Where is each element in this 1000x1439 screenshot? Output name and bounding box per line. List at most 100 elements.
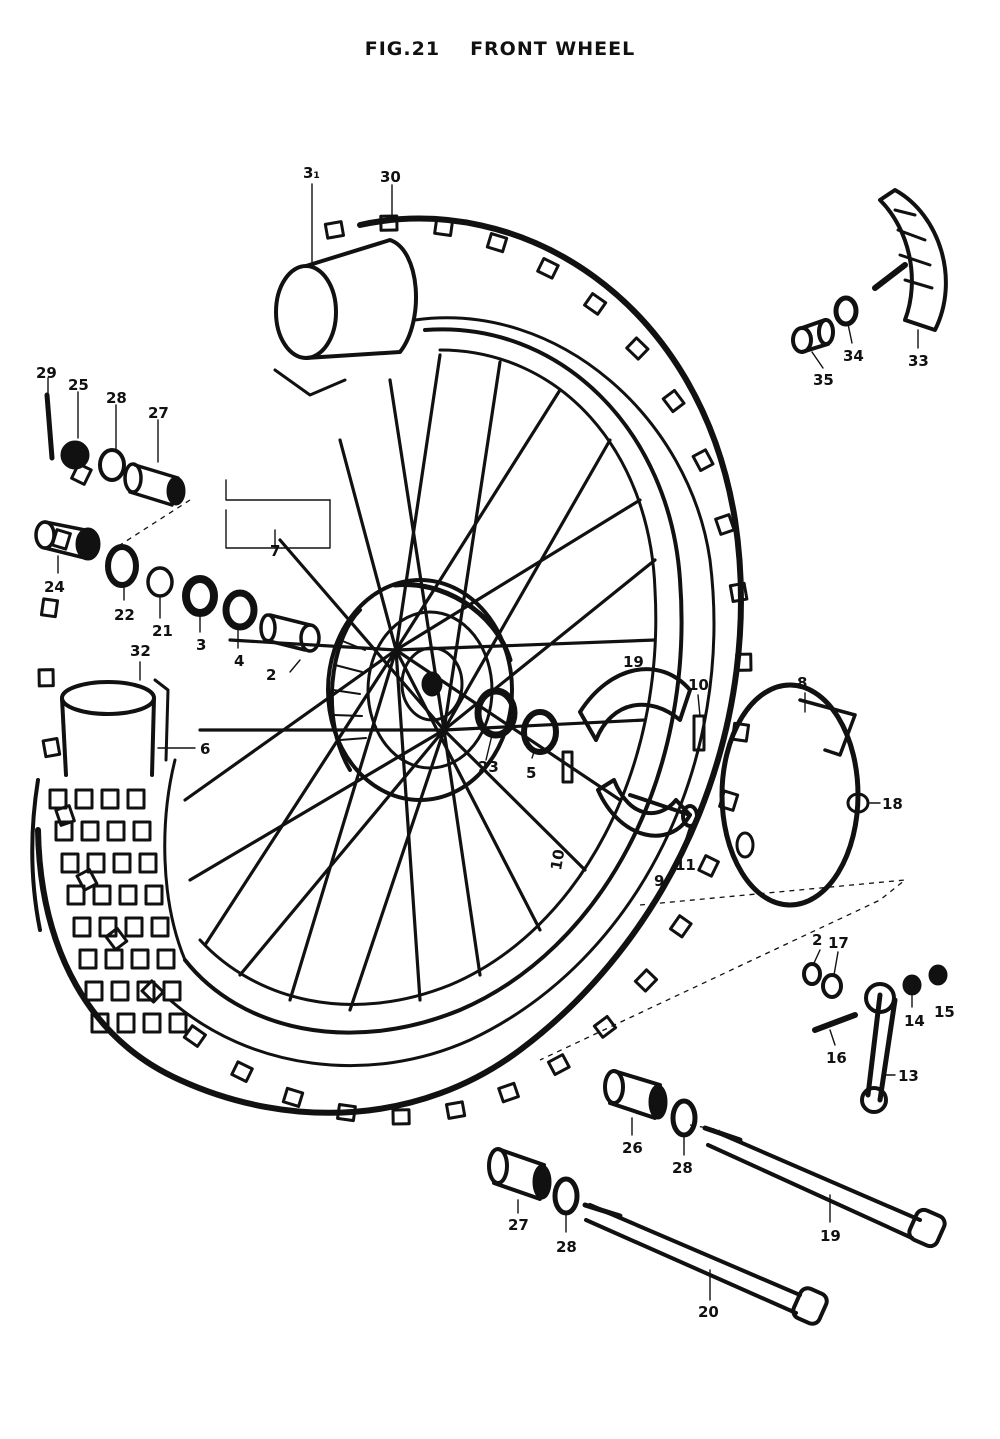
tread-block <box>142 1012 162 1034</box>
callout-34: 34 <box>843 347 864 365</box>
spoke <box>394 648 422 1002</box>
spoke <box>442 718 647 732</box>
callout-28-bottom: 28 <box>556 1238 577 1256</box>
callout-4: 4 <box>234 652 244 670</box>
tread-block <box>735 652 753 672</box>
tread-block <box>48 788 68 810</box>
spoke <box>442 438 612 732</box>
tread-block <box>168 1012 188 1034</box>
figure-title-text: FRONT WHEEL <box>470 38 636 60</box>
spoke <box>388 378 446 732</box>
tread-block <box>104 926 129 952</box>
tread-block <box>379 214 399 232</box>
callout-15: 15 <box>934 1003 955 1021</box>
tread-block <box>118 884 138 906</box>
tread-block <box>728 581 749 603</box>
tire-30 <box>35 214 753 1126</box>
callout-2-lower: 2 <box>812 931 822 949</box>
spoke <box>188 728 446 882</box>
callout-29: 29 <box>36 364 57 382</box>
tube-end-32 <box>30 678 170 932</box>
tread-block <box>182 1024 207 1048</box>
tread-block <box>136 980 156 1002</box>
spoke <box>394 648 542 932</box>
tread-block <box>92 884 112 906</box>
tread-block <box>74 788 94 810</box>
callout-17: 17 <box>828 934 849 952</box>
callout-28-top: 28 <box>106 389 127 407</box>
callout-16: 16 <box>826 1049 847 1067</box>
axle-parts <box>487 1069 947 1326</box>
callout-3: 3 <box>196 636 206 654</box>
tread-block <box>497 1081 520 1104</box>
tread-block <box>100 788 120 810</box>
tread-block <box>90 1012 110 1034</box>
callout-6: 6 <box>200 740 210 758</box>
tread-block <box>230 1060 254 1083</box>
left-parts <box>34 392 321 653</box>
tread-block <box>485 232 509 254</box>
spoke <box>288 648 398 1002</box>
tread-block <box>714 513 736 536</box>
spoke <box>348 728 446 1012</box>
rim-lock-33 <box>791 188 948 354</box>
tread-block <box>39 597 60 619</box>
spoke <box>338 438 398 652</box>
tread-block <box>592 1015 618 1039</box>
callout-10-upper: 10 <box>688 676 709 694</box>
figure-title: FIG.21 FRONT WHEEL <box>0 38 1000 60</box>
callout-27-top: 27 <box>148 404 169 422</box>
callout-21: 21 <box>152 622 173 640</box>
tread-block <box>323 220 346 240</box>
tread-block <box>691 448 715 473</box>
spoke <box>228 638 398 652</box>
tread-block <box>140 979 165 1004</box>
spoke <box>238 728 446 977</box>
figure-number: FIG.21 <box>364 38 441 60</box>
tread-block <box>150 916 170 938</box>
tread-block <box>78 948 98 970</box>
callout-32: 32 <box>130 642 151 660</box>
callout-25: 25 <box>68 376 89 394</box>
spoke <box>394 388 562 652</box>
tread-block <box>336 1103 357 1123</box>
callout-26: 26 <box>622 1139 643 1157</box>
callout-9: 9 <box>654 872 664 890</box>
callout-35: 35 <box>813 371 834 389</box>
tread-block <box>138 852 158 874</box>
tread-block <box>66 884 86 906</box>
callout-7: 7 <box>270 542 280 560</box>
tread-block <box>156 948 176 970</box>
tread-block <box>661 388 686 414</box>
tread-block <box>104 948 124 970</box>
tread-block <box>110 980 130 1002</box>
tread-block <box>116 1012 136 1034</box>
tread-block <box>444 1100 467 1120</box>
tread-block <box>281 1086 305 1108</box>
tread-block <box>130 948 150 970</box>
callout-5: 5 <box>526 764 536 782</box>
tread-block <box>124 916 144 938</box>
tread-block <box>72 916 92 938</box>
spoke <box>183 648 398 802</box>
callout-28-mid: 28 <box>672 1159 693 1177</box>
callout-30: 30 <box>380 168 401 186</box>
tread-block <box>41 737 62 759</box>
tread-block <box>433 217 454 237</box>
tread-block <box>697 854 720 878</box>
tread-block <box>75 867 99 892</box>
tread-block <box>98 916 118 938</box>
callout-20: 20 <box>698 1303 719 1321</box>
spoke <box>394 353 442 652</box>
rim-6 <box>163 327 684 1035</box>
tread-block <box>536 257 560 280</box>
tread-block <box>144 884 164 906</box>
callout-labels: 3₁ 30 29 25 28 27 24 22 21 3 4 2 32 6 7 … <box>36 164 955 1321</box>
tread-block <box>106 820 126 842</box>
callout-27-bottom: 27 <box>508 1216 529 1234</box>
callout-22: 22 <box>114 606 135 624</box>
tread-block <box>126 788 146 810</box>
tread-block <box>86 852 106 874</box>
